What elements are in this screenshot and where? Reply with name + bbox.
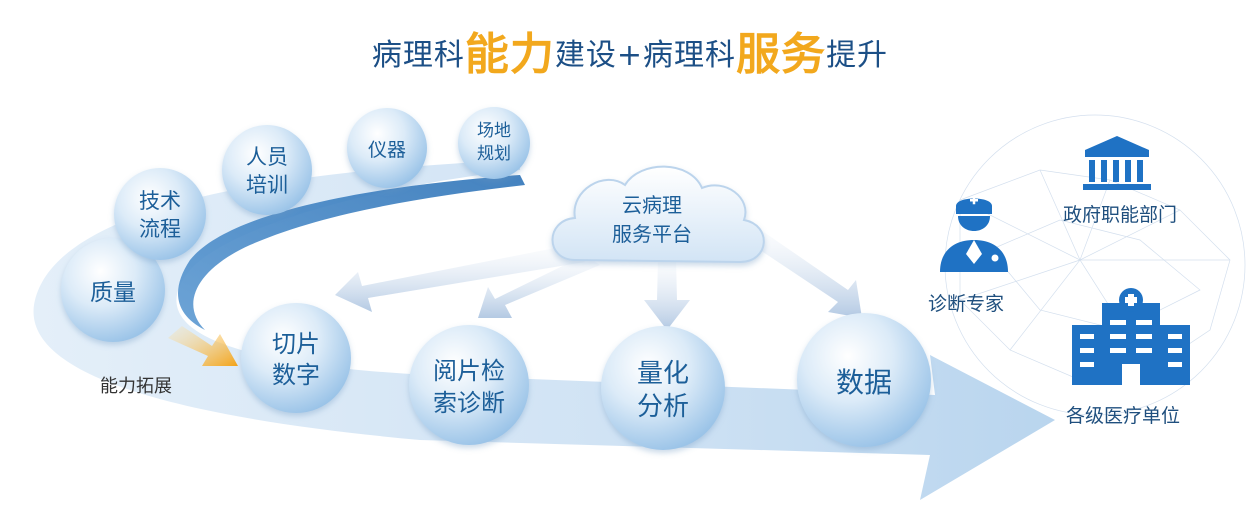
capability-ball-label: 场地 [477, 121, 511, 141]
capability-expand-label: 能力拓展 [100, 376, 172, 397]
capability-ball-instrument: 仪器 [347, 108, 427, 188]
title-part-3: 提升 [826, 38, 889, 73]
service-ball-reading-diagnosis: 阅片检 索诊断 [409, 325, 529, 445]
capability-ball-site-planning: 场地 规划 [458, 107, 530, 179]
service-ball-label: 数字 [272, 361, 320, 389]
capability-ball-label: 规划 [477, 144, 511, 164]
government-label: 政府职能部门 [1063, 204, 1178, 226]
service-ball-label: 索诊断 [433, 389, 505, 417]
capability-ball-quality: 质量 [61, 238, 165, 342]
capability-ball-staff-training: 人员 培训 [222, 125, 312, 215]
government-building-icon [1083, 136, 1151, 190]
cloud-icon [551, 165, 765, 264]
swoosh-band [33, 160, 1055, 500]
service-ball-label: 数据 [836, 366, 892, 399]
hospital-icon [1072, 288, 1190, 385]
service-ball-slice-digital: 切片 数字 [241, 303, 351, 413]
service-ball-label: 阅片检 [433, 357, 505, 385]
service-ball-label: 切片 [272, 330, 320, 358]
arrow-to-slice [335, 245, 585, 312]
arrow-to-data [745, 228, 862, 318]
arrow-to-analysis [644, 258, 690, 330]
cloud-label: 服务平台 [612, 222, 692, 246]
title-part-1: 病理科 [371, 38, 465, 73]
cloud-platform: 云病理 服务平台 [551, 165, 765, 264]
swoosh-inner-band [178, 175, 525, 330]
doctor-icon [940, 196, 1008, 272]
expand-arrow-icon [168, 326, 238, 366]
cloud-arrows [335, 228, 862, 330]
capability-ball-label: 质量 [90, 280, 136, 306]
cloud-label: 云病理 [622, 193, 682, 217]
capability-ball-label: 技术 [139, 189, 181, 213]
service-ball-quantitative-analysis: 量化 分析 [601, 326, 725, 450]
capability-ball-label: 仪器 [368, 139, 406, 161]
arrow-to-reading [478, 255, 600, 318]
service-ball-label: 量化 [637, 359, 689, 389]
capability-ball-tech-process: 技术 流程 [114, 168, 206, 260]
capability-ball-label: 人员 [246, 145, 288, 169]
hospital-label: 各级医疗单位 [1066, 405, 1181, 427]
service-ball-label: 分析 [637, 392, 689, 422]
service-ball-data: 数据 [797, 313, 931, 447]
title-highlight-1: 能力 [464, 29, 555, 80]
title-part-2: 建设+病理科 [554, 38, 737, 73]
page-title: 病理科能力建设+病理科服务提升 [0, 18, 1260, 82]
expert-label: 诊断专家 [928, 293, 1005, 315]
capability-ball-label: 流程 [139, 217, 181, 241]
capability-ball-label: 培训 [246, 173, 288, 197]
title-highlight-2: 服务 [736, 29, 827, 80]
